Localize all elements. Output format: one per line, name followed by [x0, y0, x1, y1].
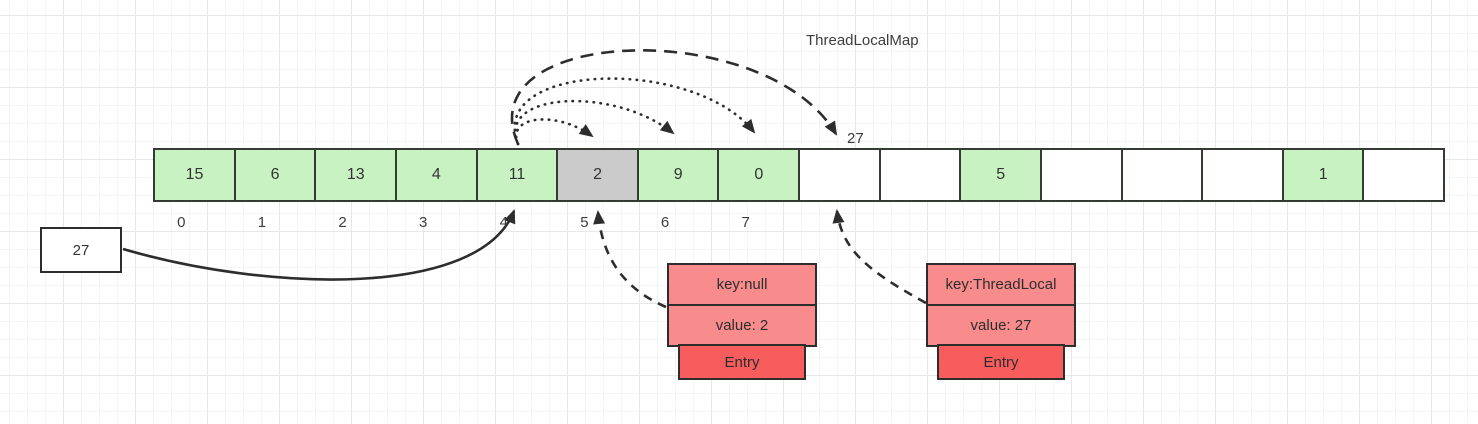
entry-value: value: 2	[667, 303, 817, 347]
entry-value: value: 27	[926, 303, 1076, 347]
array-cell-0: 15	[153, 148, 237, 202]
index-label-0: 0	[177, 214, 186, 231]
diagram-title: ThreadLocalMap	[806, 32, 919, 49]
array-cell-2: 13	[314, 148, 398, 202]
array-cell-6: 9	[636, 148, 720, 202]
curve-entry2-to-slot8	[832, 209, 927, 305]
entry-box-threadlocal: key:ThreadLocal value: 27 Entry	[926, 263, 1076, 381]
entry-key: key:ThreadLocal	[926, 263, 1076, 306]
index-label-4: 4	[499, 214, 508, 231]
index-label-6: 6	[660, 214, 670, 231]
index-label-2: 2	[338, 214, 347, 231]
array-cell-15	[1362, 148, 1446, 202]
array-cell-1: 6	[233, 148, 317, 202]
array-cell-5: 2	[556, 148, 640, 202]
array-cell-10: 5	[959, 148, 1043, 202]
entry-footer: Entry	[937, 344, 1065, 381]
entry-box-null: key:null value: 2 Entry	[667, 263, 817, 381]
arc-slot4-to-slot7	[513, 77, 756, 146]
array-cell-14: 1	[1281, 148, 1365, 202]
entry-footer: Entry	[678, 344, 806, 381]
arc-slot4-to-slot6	[514, 99, 675, 146]
array-cell-8	[798, 148, 882, 202]
array-cell-3: 4	[394, 148, 478, 202]
arc-slot4-to-slot5	[514, 118, 594, 146]
array-cell-11	[1039, 148, 1123, 202]
index-label-1: 1	[257, 214, 267, 231]
array-cell-7: 0	[717, 148, 801, 202]
array-cell-9	[878, 148, 962, 202]
array-cell-12	[1120, 148, 1204, 202]
value-box-label: 27	[72, 241, 90, 259]
entry-key: key:null	[667, 263, 817, 306]
array-cell-4: 11	[475, 148, 559, 202]
slot8-incoming-label: 27	[847, 130, 864, 147]
value-box-27: 27	[40, 227, 122, 273]
arc-slot4-to-slot8	[510, 49, 838, 145]
index-label-5: 5	[580, 214, 589, 231]
index-label-3: 3	[419, 214, 428, 231]
array-cell-13	[1201, 148, 1285, 202]
index-label-7: 7	[741, 214, 750, 231]
